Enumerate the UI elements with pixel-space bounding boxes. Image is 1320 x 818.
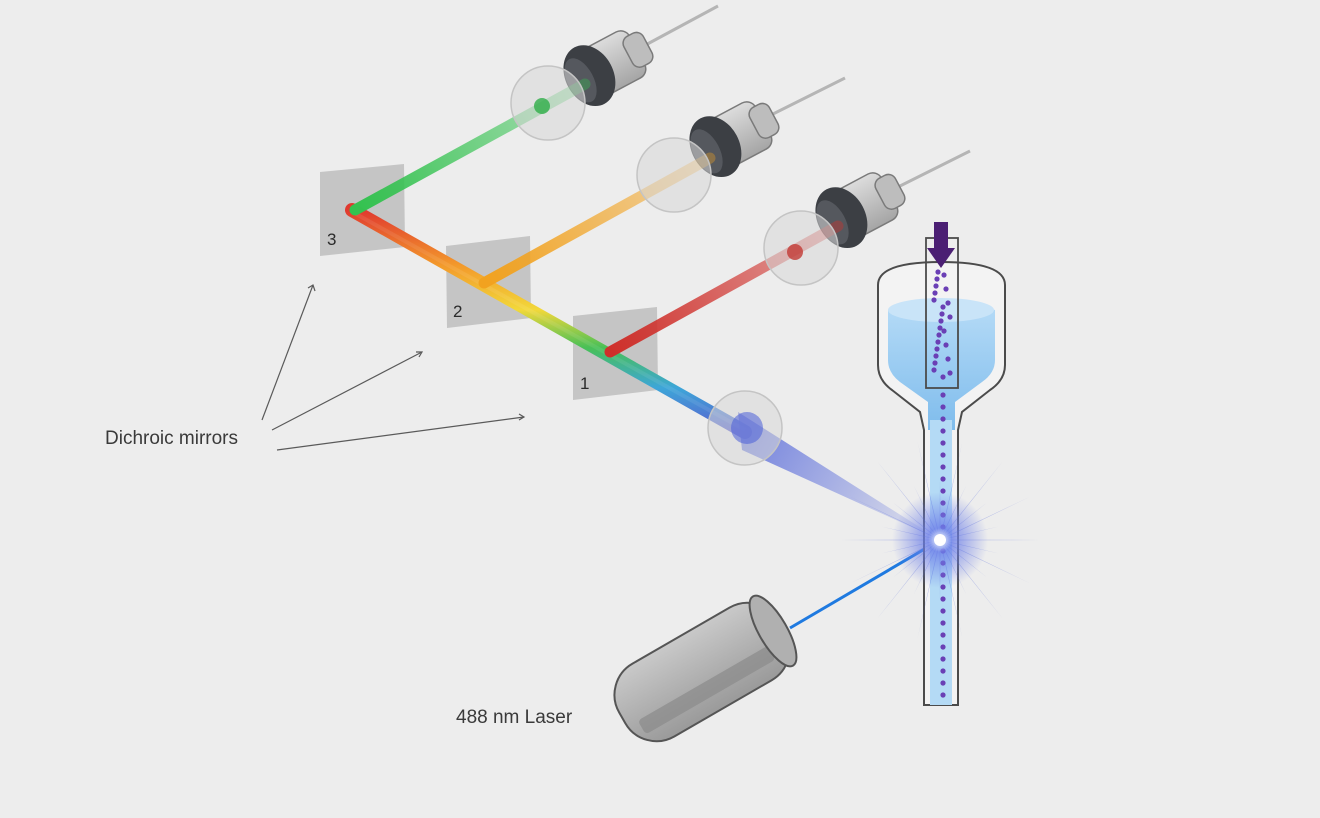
cell — [940, 692, 946, 698]
cell — [935, 269, 941, 275]
lens-detector-2 — [636, 137, 712, 213]
cell — [940, 620, 946, 626]
collection-cone — [738, 412, 940, 540]
cell — [940, 440, 946, 446]
cell — [940, 668, 946, 674]
cell — [933, 353, 939, 359]
cell — [947, 314, 953, 320]
cell — [941, 328, 947, 334]
cell — [938, 318, 944, 324]
cell — [932, 360, 938, 366]
cell — [940, 596, 946, 602]
cell — [940, 304, 946, 310]
cell — [932, 290, 938, 296]
cell — [934, 276, 940, 282]
dichroic-mirrors-label: Dichroic mirrors — [105, 428, 238, 449]
flow-arrow-shaft — [934, 222, 948, 250]
cell — [940, 632, 946, 638]
dichroic-label-arrows — [261, 284, 526, 451]
cell — [940, 416, 946, 422]
cell — [935, 339, 941, 345]
cell — [940, 644, 946, 650]
cell — [945, 356, 951, 362]
flow-arrow-head — [927, 248, 955, 268]
cell — [940, 374, 946, 380]
laser-label: 488 nm Laser — [456, 707, 573, 728]
cell — [933, 283, 939, 289]
cell — [940, 656, 946, 662]
cell — [934, 346, 940, 352]
cell — [945, 300, 951, 306]
cell — [940, 476, 946, 482]
mirror-number-1: 1 — [580, 374, 589, 393]
emission-beam-overlay — [355, 212, 746, 432]
cell — [931, 367, 937, 373]
cell — [940, 608, 946, 614]
cell — [943, 286, 949, 292]
cell — [947, 370, 953, 376]
cell — [940, 428, 946, 434]
emission-beam — [345, 203, 752, 439]
cell — [940, 452, 946, 458]
cell — [943, 342, 949, 348]
flow-cell — [877, 222, 1006, 706]
mirror-number-2: 2 — [453, 302, 462, 321]
cell — [936, 332, 942, 338]
cell — [940, 680, 946, 686]
cell — [931, 297, 937, 303]
mirror-number-3: 3 — [327, 230, 336, 249]
cell — [940, 464, 946, 470]
cell — [940, 392, 946, 398]
cell — [941, 272, 947, 278]
laser-body — [613, 594, 798, 743]
cell — [939, 311, 945, 317]
cell — [940, 404, 946, 410]
cell — [937, 325, 943, 331]
